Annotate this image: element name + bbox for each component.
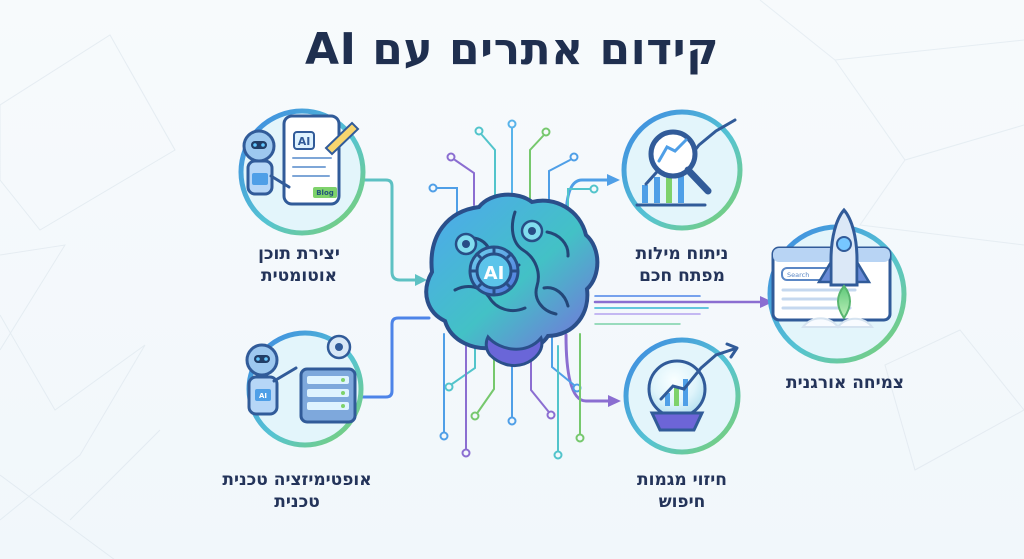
magnifier-chart-icon [635, 118, 737, 207]
label-search-trends-line2: חיפוש [658, 492, 706, 513]
label-content-creation-line2: אוטומטית [260, 266, 338, 287]
label-technical-optimization: אופטימיזציה טכנית טכנית [202, 469, 392, 514]
connector-lines [355, 174, 773, 407]
label-keyword-analysis: ניתוח מילות מפתח חכם [597, 243, 767, 288]
page-title: קידום אתרים עם AI [305, 24, 719, 75]
node-search-trends [623, 337, 741, 455]
robot-server-icon: AI [245, 334, 357, 424]
ai-brain-icon: AI [424, 192, 600, 368]
label-keyword-analysis-line1: ניתוח מילות [635, 244, 729, 264]
tech-badge: AI [259, 392, 267, 400]
label-technical-optimization-line1: אופטימיזציה טכנית [222, 470, 372, 490]
brain-badge: AI [484, 263, 505, 284]
node-organic-growth: Search [767, 207, 907, 364]
node-content-creation: AI Blog [238, 108, 366, 236]
robot-writing-icon: AI Blog [242, 114, 360, 206]
label-content-creation-line1: יצירת תוכן [258, 244, 340, 264]
label-organic-growth-line1: צמיחה אורגנית [785, 373, 905, 393]
label-search-trends-line1: חיזוי מגמות [637, 470, 727, 490]
rocket-launch-icon: Search [771, 207, 892, 329]
content-tag: Blog [316, 189, 334, 197]
node-technical-optimization: AI [245, 330, 364, 448]
label-technical-optimization-line2: טכנית [274, 492, 320, 513]
label-content-creation: יצירת תוכן אוטומטית [214, 243, 384, 288]
label-organic-growth: צמיחה אורגנית [760, 372, 930, 394]
node-keyword-analysis [621, 109, 743, 231]
label-search-trends: חיזוי מגמות חיפוש [597, 469, 767, 514]
search-box-text: Search [787, 271, 809, 279]
label-keyword-analysis-line2: מפתח חכם [639, 266, 725, 287]
crystal-ball-icon [647, 342, 739, 432]
content-badge: AI [298, 135, 311, 148]
